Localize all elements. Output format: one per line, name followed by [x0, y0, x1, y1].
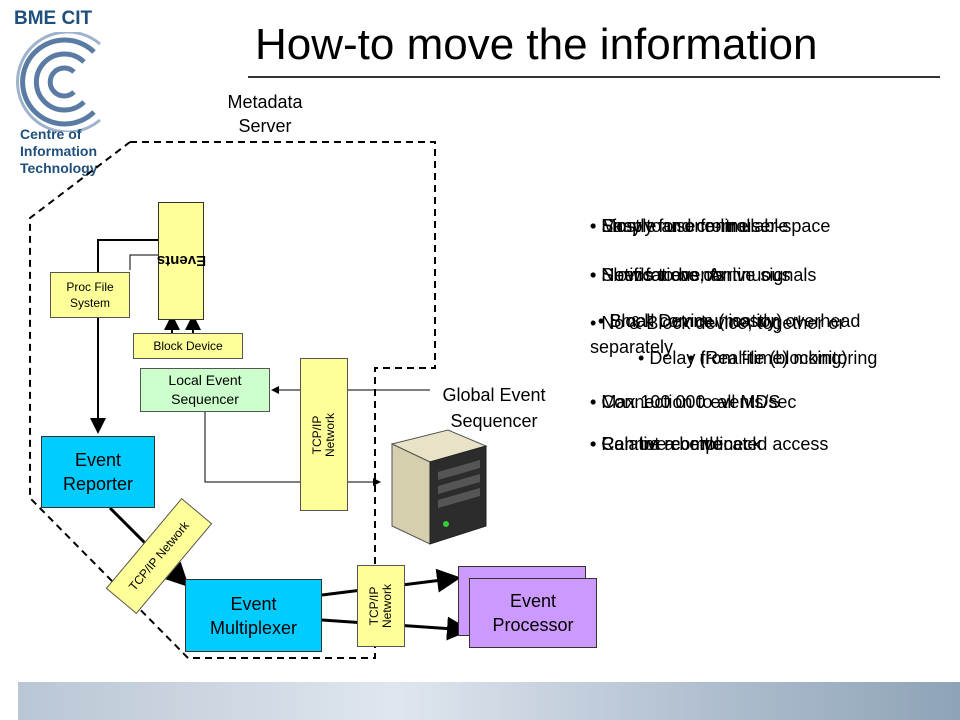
title-underline [248, 76, 940, 78]
proc-file-system-label: Proc File System [66, 280, 114, 310]
global-event-sequencer-label: Global Event Sequencer [442, 385, 546, 431]
tcpip-network-box-3: TCP/IP Network [357, 565, 405, 647]
metadata-server-label: Metadata Server [227, 92, 303, 136]
logo-line3: Technology [20, 160, 98, 176]
event-multiplexer-label: Event Multiplexer [209, 593, 298, 638]
overlapping-bullet-list: Easy to use from user-space Mostly for o… [588, 214, 958, 474]
bullet-item: Notifications, Arrive signals [590, 265, 816, 286]
bullet-item: Connection to all MDS [590, 392, 780, 413]
logo-org: BME CIT [14, 8, 93, 29]
event-processor-label: Event Processor [492, 591, 574, 635]
tcpip-network-label-1: TCP/IP Network [310, 412, 337, 457]
block-device-label: Block Device [153, 339, 223, 353]
block-device-box: Block Device [133, 333, 243, 359]
logo-line1: Centre of [20, 126, 82, 142]
local-event-sequencer-box: Local Event Sequencer [140, 368, 270, 412]
events-label: Events [156, 203, 206, 319]
event-reporter-label: Event Reporter [62, 450, 134, 494]
event-multiplexer-box: Event Multiplexer [185, 579, 322, 652]
tcpip-network-box-1: TCP/IP Network [300, 358, 348, 511]
events-label-text: Events [156, 252, 206, 270]
logo-line2: Information [20, 143, 97, 159]
bullet-item: (Real-time) monitoring [688, 348, 877, 369]
event-processor-box: Event Processor [469, 578, 597, 648]
event-reporter-box: Event Reporter [41, 436, 155, 508]
footer-banner [18, 682, 960, 720]
server-icon [390, 429, 488, 545]
metadata-server-outline [29, 141, 436, 659]
local-event-sequencer-label: Local Event Sequencer [168, 372, 242, 407]
logo: BME CIT Centre of Information Technology [8, 6, 120, 176]
events-column: Events [156, 202, 206, 320]
logo-circle-icon [16, 32, 101, 132]
tcpip-network-label-3: TCP/IP Network [367, 584, 394, 629]
bullet-item: Simple and controllable [590, 216, 788, 237]
page-title: How-to move the information [255, 20, 818, 69]
proc-file-system-box: Proc File System [50, 272, 130, 318]
bullet-item: Cannot receive [590, 434, 722, 455]
